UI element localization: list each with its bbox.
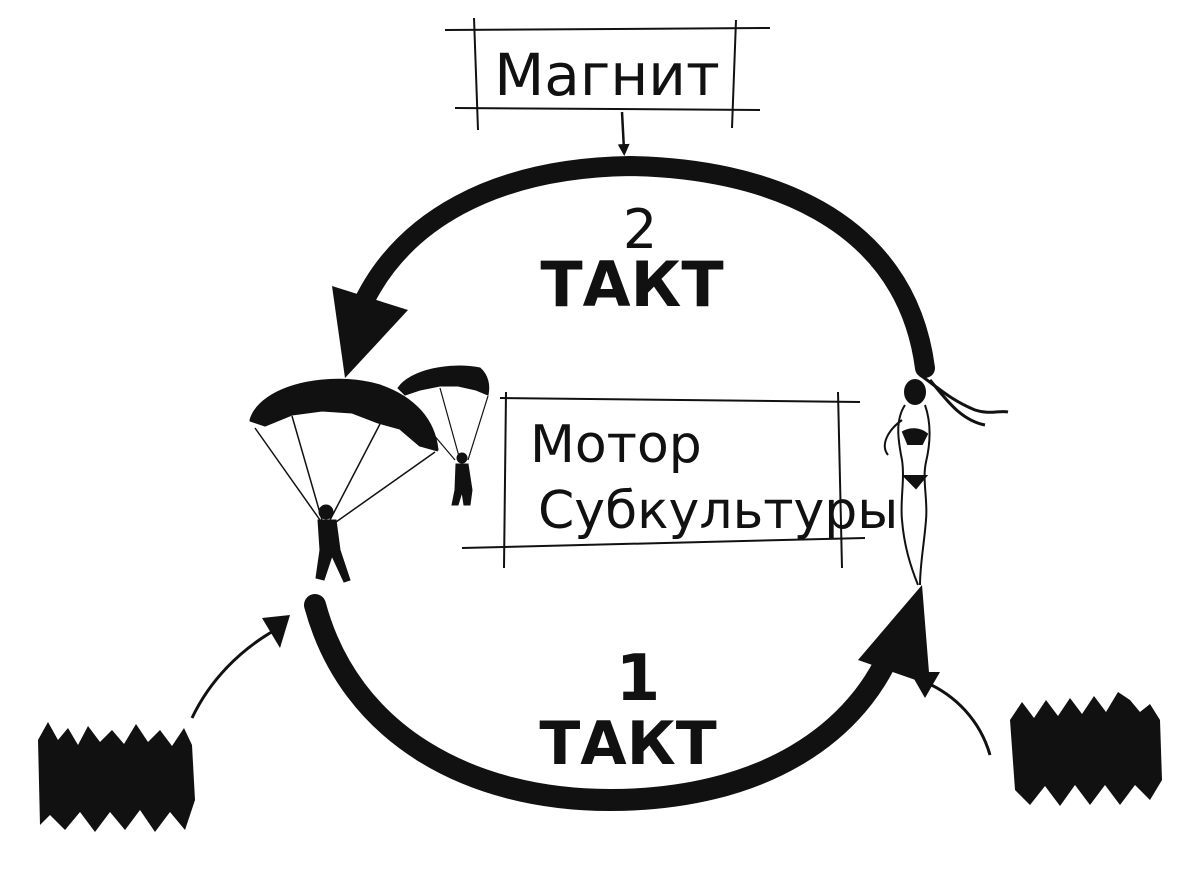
crowd-left-arrowhead [262, 615, 290, 648]
crowd-right-arrowhead [910, 672, 940, 698]
magnet-arrow [617, 111, 630, 156]
top-cycle-label: ТАКТ [540, 248, 723, 321]
motor-label-line1: Мотор [530, 415, 702, 475]
crowd-right-icon [1010, 692, 1162, 806]
top-cycle-number: 2 [623, 198, 657, 261]
woman-figure-icon [883, 373, 1009, 586]
magnet-label: Магнит [494, 41, 719, 109]
crowd-left-arrow [190, 628, 276, 719]
bottom-cycle-number: 1 [616, 642, 661, 716]
parachutists-icon [249, 365, 490, 583]
motor-box [461, 391, 866, 569]
bottom-cycle-arc [304, 594, 906, 812]
magnet-box [444, 17, 771, 131]
top-cycle-arrowhead [332, 286, 408, 378]
bottom-cycle-label: ТАКТ [539, 709, 716, 779]
crowd-left-icon [38, 722, 195, 832]
motor-label-line2: Субкультуры [538, 481, 898, 541]
bottom-cycle-arrowhead [858, 585, 930, 685]
top-cycle-arc [350, 155, 935, 378]
crowd-right-arrow [924, 680, 992, 756]
